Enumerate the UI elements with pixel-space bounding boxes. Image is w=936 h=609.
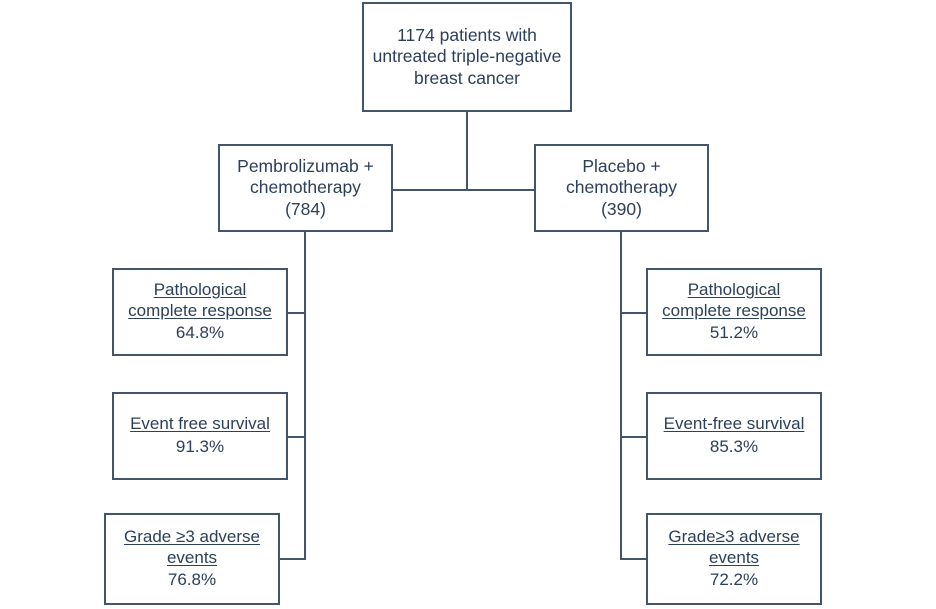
connector-right-stub-3: [620, 558, 648, 560]
outcome-label: Grade ≥3 adverse events: [124, 526, 260, 567]
outcome-value: 51.2%: [709, 323, 759, 343]
node-outcome-left-event-free-survival[interactable]: Event free survival 91.3%: [112, 392, 288, 480]
connector-right-stub-1: [620, 312, 648, 314]
node-arm-pembrolizumab[interactable]: Pembrolizumab + chemotherapy (784): [218, 144, 393, 232]
connector-root-down: [466, 110, 468, 190]
connector-left-trunk: [304, 232, 306, 560]
connector-right-stub-2: [620, 436, 648, 438]
outcome-value: 72.2%: [709, 570, 759, 590]
connector-arms-horizontal: [392, 189, 535, 191]
node-arm-placebo-label: Placebo + chemotherapy (390): [566, 155, 677, 219]
node-arm-pembrolizumab-label: Pembrolizumab + chemotherapy (784): [237, 155, 374, 219]
outcome-label: Pathological complete response: [662, 279, 806, 320]
connector-right-trunk: [620, 232, 622, 560]
connector-left-stub-3: [279, 558, 306, 560]
outcome-value: 91.3%: [175, 437, 225, 456]
outcome-label: Pathological complete response: [128, 279, 272, 320]
outcome-value: 76.8%: [167, 570, 217, 590]
node-arm-placebo[interactable]: Placebo + chemotherapy (390): [534, 144, 709, 232]
node-outcome-left-grade3-adverse-events[interactable]: Grade ≥3 adverse events 76.8%: [104, 513, 280, 605]
outcome-label: Event-free survival: [663, 414, 805, 434]
connector-left-stub-1: [287, 312, 306, 314]
outcome-label: Event free survival: [130, 414, 270, 434]
node-outcome-right-pathological-complete-response[interactable]: Pathological complete response 51.2%: [646, 268, 822, 356]
node-outcome-right-grade3-adverse-events[interactable]: Grade≥3 adverse events 72.2%: [646, 513, 822, 605]
outcome-label: Grade≥3 adverse events: [668, 526, 800, 567]
node-outcome-right-event-free-survival[interactable]: Event-free survival 85.3%: [646, 392, 822, 480]
node-root[interactable]: 1174 patients with untreated triple-nega…: [362, 2, 572, 112]
node-outcome-left-pathological-complete-response[interactable]: Pathological complete response 64.8%: [112, 268, 288, 356]
outcome-value: 85.3%: [709, 437, 759, 456]
outcome-value: 64.8%: [175, 323, 225, 343]
node-root-label: 1174 patients with untreated triple-nega…: [372, 24, 562, 88]
connector-left-stub-2: [287, 436, 306, 438]
